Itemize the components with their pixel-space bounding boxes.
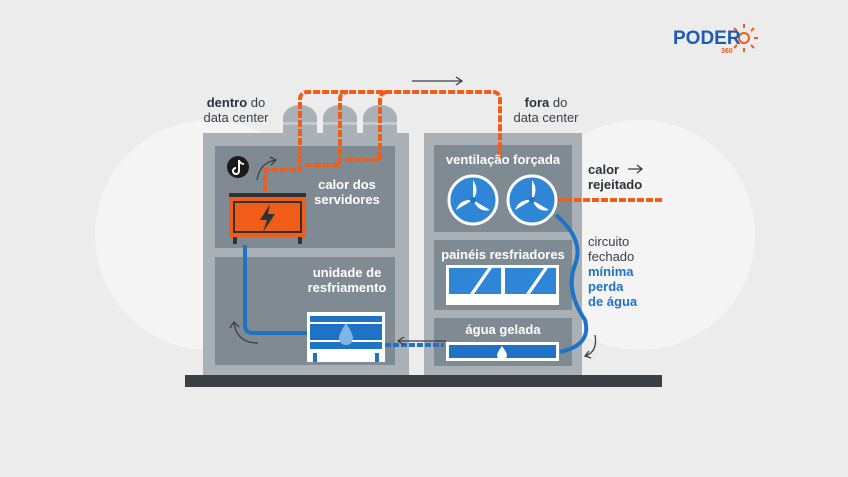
- chilled-water-label: água gelada: [465, 322, 541, 337]
- rejected-heat-label: calor rejeitado: [588, 162, 643, 192]
- brand-sub: 360: [721, 48, 733, 55]
- chilled-water-tank: [446, 342, 559, 361]
- fan-icon: [506, 174, 558, 226]
- forced-ventilation-label: ventilação forçada: [445, 152, 561, 167]
- lightning-icon: [260, 204, 275, 232]
- tiktok-icon: [227, 156, 249, 178]
- cooling-unit-label: unidade de resfriamento: [307, 265, 387, 295]
- server-heat-label: calor dos servidores: [314, 177, 380, 207]
- hot-pipes: [263, 90, 662, 202]
- inside-label: dentro do data center: [203, 95, 269, 125]
- fan-icon: [447, 174, 499, 226]
- closed-circuit-label: circuito fechado mínima perda de água: [588, 234, 638, 309]
- brand-logo: PODER 360: [673, 28, 741, 55]
- server-unit: [229, 193, 306, 244]
- outside-label: fora do data center: [513, 95, 579, 125]
- water-drop-icon: [339, 323, 353, 345]
- water-drop-icon: [497, 346, 507, 360]
- cooling-unit: [307, 312, 385, 362]
- cooling-panels-label: painéis resfriadores: [441, 247, 565, 262]
- cooling-panels: [446, 265, 559, 305]
- cold-pipes: [243, 213, 589, 354]
- flow-arrows: [229, 76, 644, 359]
- ground: [185, 375, 662, 387]
- brand-sun-icon: [730, 24, 758, 52]
- brand-name: PODER: [673, 28, 741, 49]
